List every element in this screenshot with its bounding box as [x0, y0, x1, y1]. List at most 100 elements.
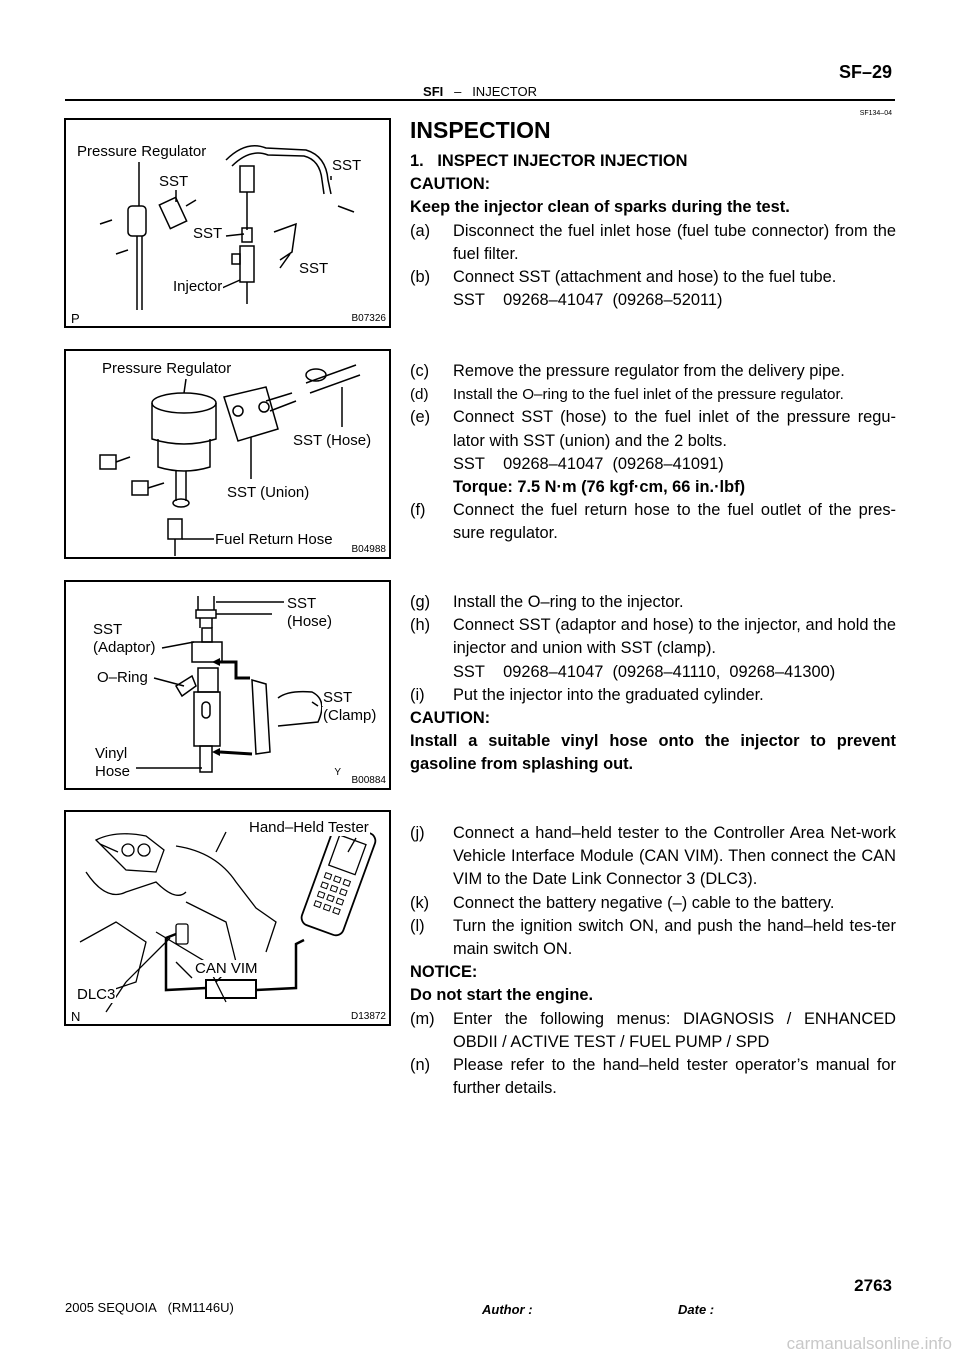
step-e: (e) Connect SST (hose) to the fuel inlet … — [410, 406, 896, 452]
step-b: (b) Connect SST (attachment and hose) to … — [410, 266, 896, 289]
label-sst: SST — [158, 173, 190, 190]
step-number: (l) — [410, 916, 425, 935]
step-number: (f) — [410, 501, 426, 520]
figure-code: B04988 — [351, 544, 386, 555]
label-sst: SST — [192, 225, 224, 242]
figure-letter: P — [71, 311, 80, 326]
page-number: 2763 — [854, 1276, 892, 1295]
step-l: (l) Turn the ignition switch ON, and push… — [410, 915, 896, 961]
sst-number: SST 09268–41047 (09268–41091) — [453, 454, 724, 473]
step-i: (i) Put the injector into the graduated c… — [410, 684, 896, 707]
label-sst: SST — [286, 595, 318, 612]
label-adaptor: (Adaptor) — [92, 639, 157, 656]
page-code: SF–29 — [838, 62, 892, 82]
step-number: (d) — [410, 386, 429, 404]
figure-1-drawing — [99, 145, 355, 310]
figure-pressure-regulator-injector: Pressure Regulator SST SST SST SST Injec… — [64, 118, 391, 328]
step-text: Connect SST (attachment and hose) to the… — [453, 268, 837, 287]
figure-letter: Y — [334, 767, 341, 778]
step-text: Install the O–ring to the fuel inlet of … — [453, 386, 844, 404]
section-injector-injection: INSPECTION 1. INSPECT INJECTOR INJECTION… — [410, 116, 896, 312]
label-sst: SST — [331, 157, 363, 174]
label-sst-hose: SST (Hose) — [292, 432, 373, 449]
step-number: (g) — [410, 593, 431, 611]
section-injector-sst: (g) Install the O–ring to the injector. (… — [410, 591, 896, 777]
label-fuel-return-hose: Fuel Return Hose — [214, 531, 334, 548]
figure-code: B07326 — [351, 313, 386, 324]
step-number: (k) — [410, 893, 430, 912]
step-m: (m) Enter the following menus: DIAGNOSIS … — [410, 1008, 896, 1054]
step-d: (d) Install the O–ring to the fuel inlet … — [410, 383, 896, 406]
step-text: Disconnect the fuel inlet hose (fuel tub… — [453, 221, 896, 263]
label-o-ring: O–Ring — [96, 669, 149, 686]
label-sst: SST — [298, 260, 330, 277]
header-dash: – — [454, 84, 462, 99]
notice-label: NOTICE: — [410, 963, 478, 982]
step-k: (k) Connect the battery negative (–) cabl… — [410, 892, 896, 915]
sst-number: SST 09268–41047 (09268–52011) — [453, 291, 723, 310]
figure-letter: N — [71, 1009, 81, 1024]
figure-2-drawing — [99, 364, 361, 556]
sst-number: SST 09268–41047 (09268–41110, 09268–4130… — [453, 662, 836, 681]
step-number: (j) — [410, 824, 425, 842]
step-text: Remove the pressure regulator from the d… — [453, 362, 845, 380]
header-rule — [65, 99, 895, 101]
label-dlc3: DLC3 — [76, 986, 117, 1003]
step-h: (h) Connect SST (adaptor and hose) to the… — [410, 614, 896, 660]
label-vinyl: Vinyl — [94, 745, 129, 762]
step-text: Connect SST (hose) to the fuel inlet of … — [453, 408, 896, 450]
label-pressure-regulator: Pressure Regulator — [76, 143, 208, 160]
figure-3-drawing — [136, 596, 323, 773]
caution-label: CAUTION: — [410, 709, 491, 728]
label-hand-held-tester: Hand–Held Tester — [248, 819, 370, 836]
step-text: Connect SST (adaptor and hose) to the in… — [453, 616, 896, 658]
label-hose: (Hose) — [286, 613, 334, 630]
step-c: (c) Remove the pressure regulator from th… — [410, 360, 896, 383]
figure-pressure-regulator-union: Pressure Regulator SST (Hose) SST (Union… — [64, 349, 391, 559]
step-number: (n) — [410, 1056, 431, 1075]
step-text: Connect the fuel return hose to the fuel… — [453, 501, 896, 543]
section-name: SFI — [423, 84, 444, 99]
step-number: (h) — [410, 616, 431, 635]
step-number: (b) — [410, 268, 431, 287]
step-number: (e) — [410, 408, 431, 427]
step-j: (j) Connect a hand–held tester to the Con… — [410, 822, 896, 892]
step-text: Connect a hand–held tester to the Contro… — [453, 824, 896, 889]
label-pressure-regulator: Pressure Regulator — [101, 360, 233, 377]
author-field: Author : — [482, 1302, 533, 1317]
notice-text: Do not start the engine. — [410, 986, 594, 1005]
label-injector: Injector — [172, 278, 224, 295]
figure-injector-adaptor-clamp: SST (Hose) SST (Adaptor) O–Ring SST (Cla… — [64, 580, 391, 790]
step-text: Install the O–ring to the injector. — [453, 593, 684, 611]
section-hand-held-tester: (j) Connect a hand–held tester to the Con… — [410, 822, 896, 1100]
step-text: Please refer to the hand–held tester ope… — [453, 1056, 896, 1098]
step-number: (c) — [410, 362, 430, 380]
step-g: (g) Install the O–ring to the injector. — [410, 591, 896, 614]
step-number: (m) — [410, 1009, 435, 1028]
caution-label: CAUTION: — [410, 175, 491, 194]
caution-text: Keep the injector clean of sparks during… — [410, 198, 790, 217]
figure-code: B00884 — [351, 775, 386, 786]
date-field: Date : — [678, 1302, 715, 1317]
step-text: Put the injector into the graduated cyli… — [453, 685, 764, 704]
figure-hand-held-tester: Hand–Held Tester CAN VIM DLC3 N D13872 — [64, 810, 391, 1026]
page-title: INSPECTION — [410, 117, 551, 143]
label-sst: SST — [92, 621, 124, 638]
caution-text: Install a suitable vinyl hose onto the i… — [410, 732, 896, 774]
step-text: Enter the following menus: DIAGNOSIS / E… — [453, 1009, 896, 1051]
label-clamp: (Clamp) — [322, 707, 378, 724]
step-a: (a)Disconnect the fuel inlet hose (fuel … — [410, 220, 896, 266]
section-topic: INJECTOR — [472, 84, 537, 99]
step-text: Turn the ignition switch ON, and push th… — [453, 916, 896, 959]
step-number: (i) — [410, 685, 425, 704]
step-f: (f) Connect the fuel return hose to the f… — [410, 499, 896, 545]
figure-code: D13872 — [350, 1011, 386, 1022]
label-sst: SST — [322, 689, 354, 706]
torque-spec: Torque: 7.5 N·m (76 kgf·cm, 66 in.·lbf) — [453, 478, 746, 497]
label-can-vim: CAN VIM — [194, 960, 259, 977]
watermark: carmanualsonline.info — [786, 1334, 952, 1353]
step-text: Connect the battery negative (–) cable t… — [453, 893, 835, 912]
vehicle-model: 2005 SEQUOIA (RM1146U) — [65, 1300, 234, 1315]
running-header: SFI – INJECTOR — [0, 84, 960, 99]
doc-id: SF134–04 — [859, 110, 892, 117]
